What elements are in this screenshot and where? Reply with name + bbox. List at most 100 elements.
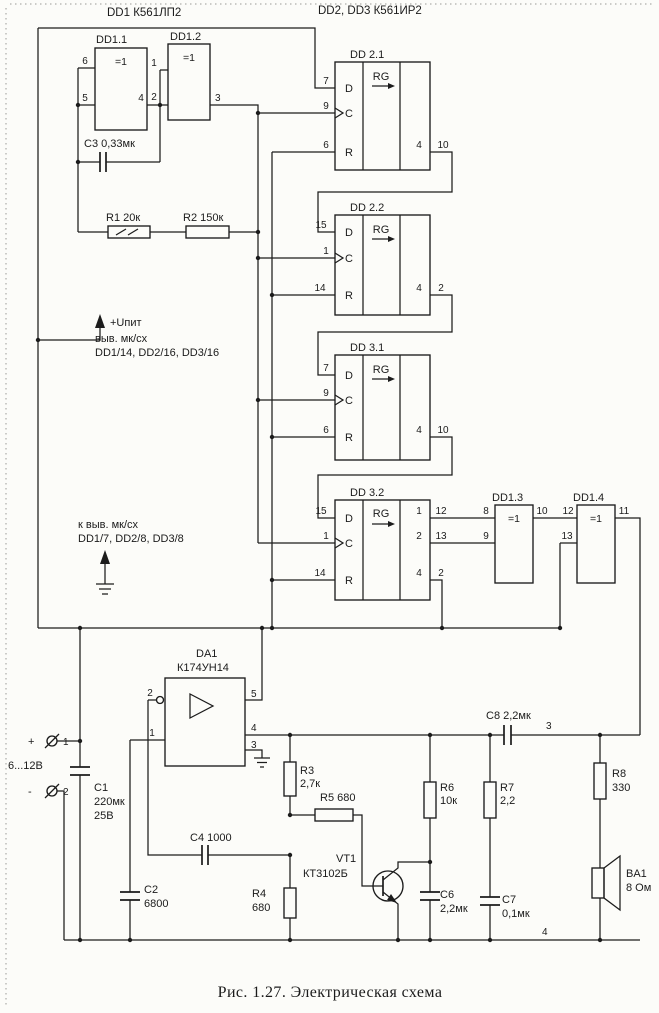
- label-r7-val: 2,2: [500, 795, 515, 807]
- label-c2-val: 6800: [144, 898, 168, 910]
- label-dd22-d: D: [345, 227, 353, 239]
- out-dd32-q1: 1: [416, 506, 422, 517]
- label-voltage-range: 6...12В: [8, 760, 43, 772]
- pin-dd12-in1: 1: [151, 58, 157, 69]
- capacitor-c1-symbol: [70, 766, 90, 776]
- label-dd21-name: DD 2.1: [350, 49, 384, 61]
- label-r1: R1 20к: [106, 212, 140, 224]
- label-r4-val: 680: [252, 902, 270, 914]
- pin-da1-1: 1: [149, 728, 155, 739]
- pin-dd12-in2: 2: [151, 92, 157, 103]
- label-r6-val: 10к: [440, 795, 457, 807]
- label-dd22-func: RG: [373, 224, 390, 236]
- pin-dd12-out: 3: [215, 93, 221, 104]
- label-dd12-func: =1: [183, 52, 195, 64]
- label-dd21-d: D: [345, 83, 353, 95]
- pin-dd22-r: 14: [314, 283, 326, 294]
- label-dd14-name: DD1.4: [573, 492, 604, 504]
- label-r2: R2 150к: [183, 212, 223, 224]
- label-c1-volt: 25В: [94, 810, 114, 822]
- label-dd32-d: D: [345, 513, 353, 525]
- ic-dd14-symbol: [576, 504, 616, 584]
- pin-dd22-q: 2: [438, 283, 444, 294]
- label-dd32-func: RG: [373, 508, 390, 520]
- out-dd31-q: 4: [416, 425, 422, 436]
- resistor-r3-symbol: [283, 761, 297, 797]
- label-r3-val: 2,7к: [300, 778, 320, 790]
- label-c1-ref: C1: [94, 782, 108, 794]
- pad-4: 4: [542, 927, 548, 938]
- label-c8: C8 2,2мк: [486, 710, 531, 722]
- label-c4: C4 1000: [190, 832, 232, 844]
- vcc-arrow: [95, 314, 105, 328]
- pin-dd32-q1: 12: [435, 506, 447, 517]
- label-r3-ref: R3: [300, 765, 314, 777]
- speaker-ba1-symbol: [591, 854, 621, 912]
- pad-3: 3: [546, 721, 552, 732]
- label-r5: R5 680: [320, 792, 355, 804]
- pin-dd13-in1: 8: [483, 506, 489, 517]
- resistor-r4-symbol: [283, 887, 297, 919]
- resistor-r8-symbol: [593, 762, 607, 800]
- label-ba1-ref: BA1: [626, 868, 647, 880]
- label-c6-val: 2,2мк: [440, 903, 468, 915]
- label-dd32-name: DD 3.2: [350, 487, 384, 499]
- pin-dd11-out: 4: [138, 93, 144, 104]
- resistor-r1-symbol: [107, 225, 151, 239]
- label-minus: -: [28, 786, 32, 798]
- pin-dd31-q: 10: [437, 425, 449, 436]
- label-vt1-part: КТ3102Б: [303, 868, 348, 880]
- pin-dd21-r: 6: [323, 140, 329, 151]
- pin-da1-4: 4: [251, 723, 257, 734]
- note-gnd-line1: к выв. мк/сх: [78, 519, 139, 531]
- ic-dd21-symbol: [334, 61, 431, 171]
- note-gnd-pins: DD1/7, DD2/8, DD3/8: [78, 533, 184, 545]
- capacitor-c4-symbol: [201, 845, 209, 865]
- terminal-plus: [44, 733, 60, 749]
- wire-net: [37, 27, 641, 941]
- out-dd32-q2: 2: [416, 531, 422, 542]
- label-dd21-c: C: [345, 108, 353, 120]
- label-c3: C3 0,33мк: [84, 138, 135, 150]
- label-dd21-func: RG: [373, 71, 390, 83]
- ic-dd13-symbol: [494, 504, 534, 584]
- capacitor-c6-symbol: [420, 891, 440, 901]
- pin-da1-5: 5: [251, 689, 257, 700]
- pin-dd22-c: 1: [323, 246, 329, 257]
- resistor-r6-symbol: [423, 781, 437, 819]
- figure-caption: Рис. 1.27. Электрическая схема: [218, 984, 443, 1001]
- pin-dd13-in2: 9: [483, 531, 489, 542]
- label-terminal-1: 1: [63, 737, 69, 748]
- label-da1-part: К174УН14: [177, 662, 229, 674]
- terminal-minus: [44, 783, 60, 799]
- label-r8-ref: R8: [612, 768, 626, 780]
- resistor-r5-symbol: [314, 808, 354, 822]
- pin-dd32-q2: 13: [435, 531, 447, 542]
- label-dd13-name: DD1.3: [492, 492, 523, 504]
- label-c7-val: 0,1мк: [502, 908, 530, 920]
- pin-dd32-q3: 2: [438, 568, 444, 579]
- pin-dd31-c: 9: [323, 388, 329, 399]
- label-terminal-2: 2: [63, 787, 69, 798]
- label-c2-ref: C2: [144, 884, 158, 896]
- label-c6-ref: C6: [440, 889, 454, 901]
- junction-dots: [35, 102, 603, 943]
- label-da1-name: DA1: [196, 648, 217, 660]
- pin-dd14-in1: 12: [562, 506, 574, 517]
- pin-dd21-q: 10: [437, 140, 449, 151]
- header-dd23: DD2, DD3 К561ИР2: [318, 5, 422, 17]
- label-dd22-c: C: [345, 253, 353, 265]
- note-vcc-title: +Uпит: [110, 317, 142, 329]
- pin-da1-3: 3: [251, 740, 257, 751]
- label-dd21-r: R: [345, 147, 353, 159]
- pin-dd21-c: 9: [323, 101, 329, 112]
- pin-dd31-d: 7: [323, 363, 329, 374]
- gnd-note-symbol: [96, 550, 114, 595]
- resistor-r7-symbol: [483, 781, 497, 819]
- capacitor-c2-symbol: [120, 891, 140, 901]
- label-dd13-func: =1: [508, 513, 520, 525]
- pin-dd13-out: 10: [536, 506, 548, 517]
- pin-dd14-out: 11: [619, 506, 630, 517]
- out-dd32-q3: 4: [416, 568, 422, 579]
